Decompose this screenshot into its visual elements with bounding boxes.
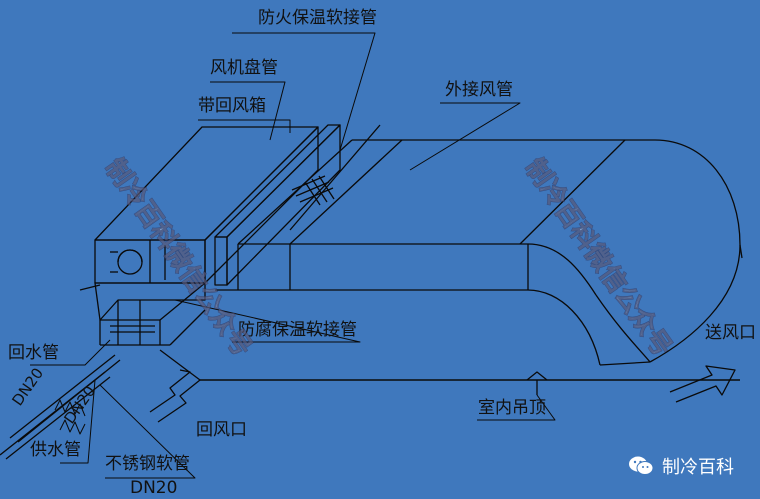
brand-mark: 制冷百科 bbox=[628, 453, 734, 479]
supply-air-arrow bbox=[669, 365, 736, 403]
label-return-water: 回水管 bbox=[8, 343, 59, 363]
label-supply-air: 送风口 bbox=[705, 323, 756, 343]
leader-lines bbox=[30, 32, 556, 479]
label-fan-coil: 风机盘管 bbox=[210, 58, 278, 78]
wechat-icon bbox=[629, 456, 654, 475]
external-duct bbox=[215, 124, 655, 291]
water-pipes bbox=[0, 284, 121, 460]
label-fire-hose: 防火保温软接管 bbox=[258, 8, 377, 28]
label-stainless-hose: 不锈钢软管 bbox=[105, 454, 190, 474]
label-ceiling: 室内吊顶 bbox=[478, 398, 546, 418]
fire-hose-connector bbox=[214, 124, 341, 286]
label-anticorrosion-hose: 防腐保温软接管 bbox=[238, 320, 357, 340]
label-dn20-hose: DN20 bbox=[130, 478, 178, 498]
duct-elbow bbox=[527, 139, 743, 366]
label-external-duct: 外接风管 bbox=[445, 80, 513, 100]
brand-text: 制冷百科 bbox=[662, 457, 734, 478]
return-air-arrow bbox=[149, 369, 201, 423]
label-return-box: 带回风箱 bbox=[198, 96, 266, 116]
label-supply-water: 供水管 bbox=[30, 440, 81, 460]
label-return-air: 回风口 bbox=[196, 420, 247, 440]
